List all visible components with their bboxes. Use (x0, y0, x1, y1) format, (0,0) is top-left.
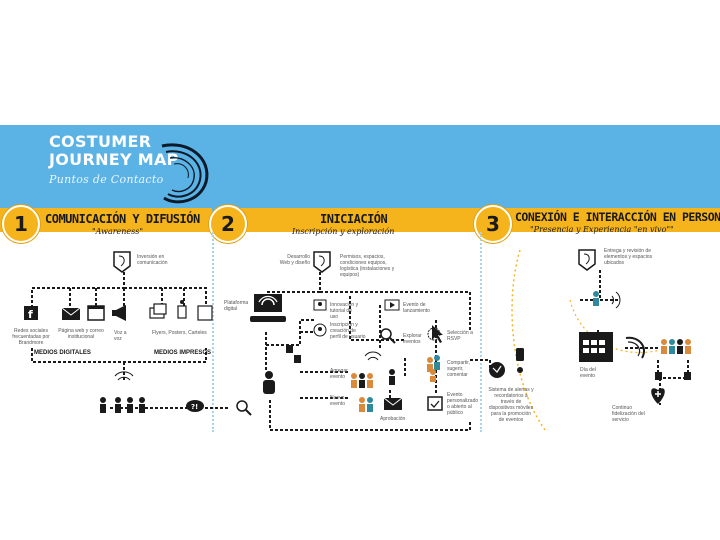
label-select: Selección a RSVP (447, 330, 473, 342)
label-new-event: Nuevo evento (330, 395, 346, 407)
group-icon (351, 373, 373, 388)
stage-2-title: INICIACIÓN (320, 212, 388, 226)
group-icon (427, 355, 440, 382)
magnifier-icon (380, 328, 396, 344)
label-personalized: Evento personalizado o abierto al públic… (447, 392, 479, 416)
calendar-icon (579, 332, 613, 362)
svg-text:?!: ?! (191, 403, 198, 411)
swirl-logo-icon (625, 336, 645, 359)
label-share: Compartir, sugerir, comentar (447, 360, 471, 378)
heart-icon (651, 388, 665, 404)
email-icon (383, 397, 403, 410)
person-icon (263, 371, 275, 394)
thumbs-icon (655, 372, 691, 380)
facebook-icon: f (24, 306, 38, 321)
stage-3-title: CONEXIÓN E INTERACCIÓN EN PERSONA (515, 210, 720, 224)
stage-1-title: COMUNICACIÓN Y DIFUSIÓN (45, 212, 200, 226)
label-alerts: Sistema de alertas y recordatorios a tra… (488, 387, 534, 423)
stage-3-subtitle: "Presencia y Experiencia "en vivo"" (530, 225, 674, 234)
label-permits: Permisos, espacios, condiciones equipos,… (340, 254, 395, 278)
signal-icon (364, 351, 382, 361)
label-registration: Inscripción y creación de perfil de usua… (330, 322, 366, 340)
label-print: Flyers, Posters, Carteles (152, 330, 207, 336)
brand-logo-icon (578, 249, 596, 271)
stage-3-number: 3 (474, 205, 512, 243)
tutorial-icon (313, 299, 327, 311)
share-badge-icon (489, 362, 505, 378)
label-brand-comm: Inversión en comunicación (137, 254, 168, 266)
magnifier-icon (236, 400, 252, 416)
label-equipment: Entrega y revisión de elementos y espaci… (604, 248, 653, 266)
brand-logo-icon (113, 251, 131, 273)
cursor-icon (432, 325, 443, 343)
label-launch: Evento de lanzamiento (403, 302, 430, 314)
books-icon (149, 303, 167, 319)
stage-separator-2 (480, 232, 484, 432)
group-icon (661, 339, 691, 354)
label-web: Página web y correo institucional (58, 328, 104, 340)
label-medios-digitales: MEDIOS DIGITALES (34, 350, 91, 356)
label-event-day: Día del evento (580, 367, 596, 379)
brand-logo-icon (313, 251, 331, 273)
select-icon (427, 327, 441, 341)
signal-icon (114, 371, 134, 381)
speech-bubble-icon: ?! (186, 400, 204, 412)
person-icon (389, 369, 395, 385)
profile-icon (313, 323, 327, 337)
group-icon (359, 397, 373, 412)
label-platform: Plataforma digital (224, 300, 249, 312)
stage-2-subtitle: Inscripción y exploración (292, 227, 395, 236)
title-line-2: JOURNEY MAP (49, 150, 179, 169)
frame-icon (197, 305, 213, 321)
stage-2-bar (215, 208, 481, 232)
label-social: Redes sociales frecuentadas por Brandmor… (12, 328, 50, 346)
laptop-wifi-icon (250, 294, 286, 322)
thumbs-icon (286, 345, 301, 363)
stage-1-subtitle: "Awareness" (92, 227, 144, 236)
label-tutorial: Innovación y tutorial de uso (330, 302, 359, 320)
person-icon (593, 291, 599, 306)
launch-icon (384, 299, 400, 311)
swirl-logo-icon (161, 143, 209, 204)
label-approval: Aprobación (380, 416, 406, 422)
label-events-search: Explorar eventos (403, 333, 422, 345)
title-subtitle: Puntos de Contacto (49, 173, 164, 186)
poster-icon (177, 300, 187, 319)
header-banner (0, 125, 720, 213)
calendar-check-icon (427, 396, 443, 411)
label-medios-impresos: MEDIOS IMPRESOS (154, 350, 212, 356)
stage-2-number: 2 (209, 205, 247, 243)
label-dev-web: Desarrollo Web y diseño (279, 254, 310, 266)
title-line-1: COSTUMER (49, 132, 152, 151)
phone-icon (516, 348, 524, 373)
email-icon (61, 307, 81, 320)
label-add-event: Agregar evento (330, 368, 348, 380)
person-icon (100, 397, 145, 413)
label-voice: Voz a voz (114, 330, 127, 342)
signal-icon (611, 291, 621, 309)
stage-3-bar (484, 208, 720, 232)
label-loyalty: Continuo fidelización del servicio (612, 405, 645, 423)
browser-icon (87, 305, 105, 321)
megaphone-icon (112, 305, 126, 321)
stage-1-number: 1 (2, 205, 40, 243)
s1-connector-left (31, 272, 125, 306)
stage-separator-1 (212, 232, 216, 432)
svg-text:f: f (28, 308, 33, 321)
page-title: COSTUMER JOURNEY MAP Puntos de Contacto (49, 133, 179, 189)
